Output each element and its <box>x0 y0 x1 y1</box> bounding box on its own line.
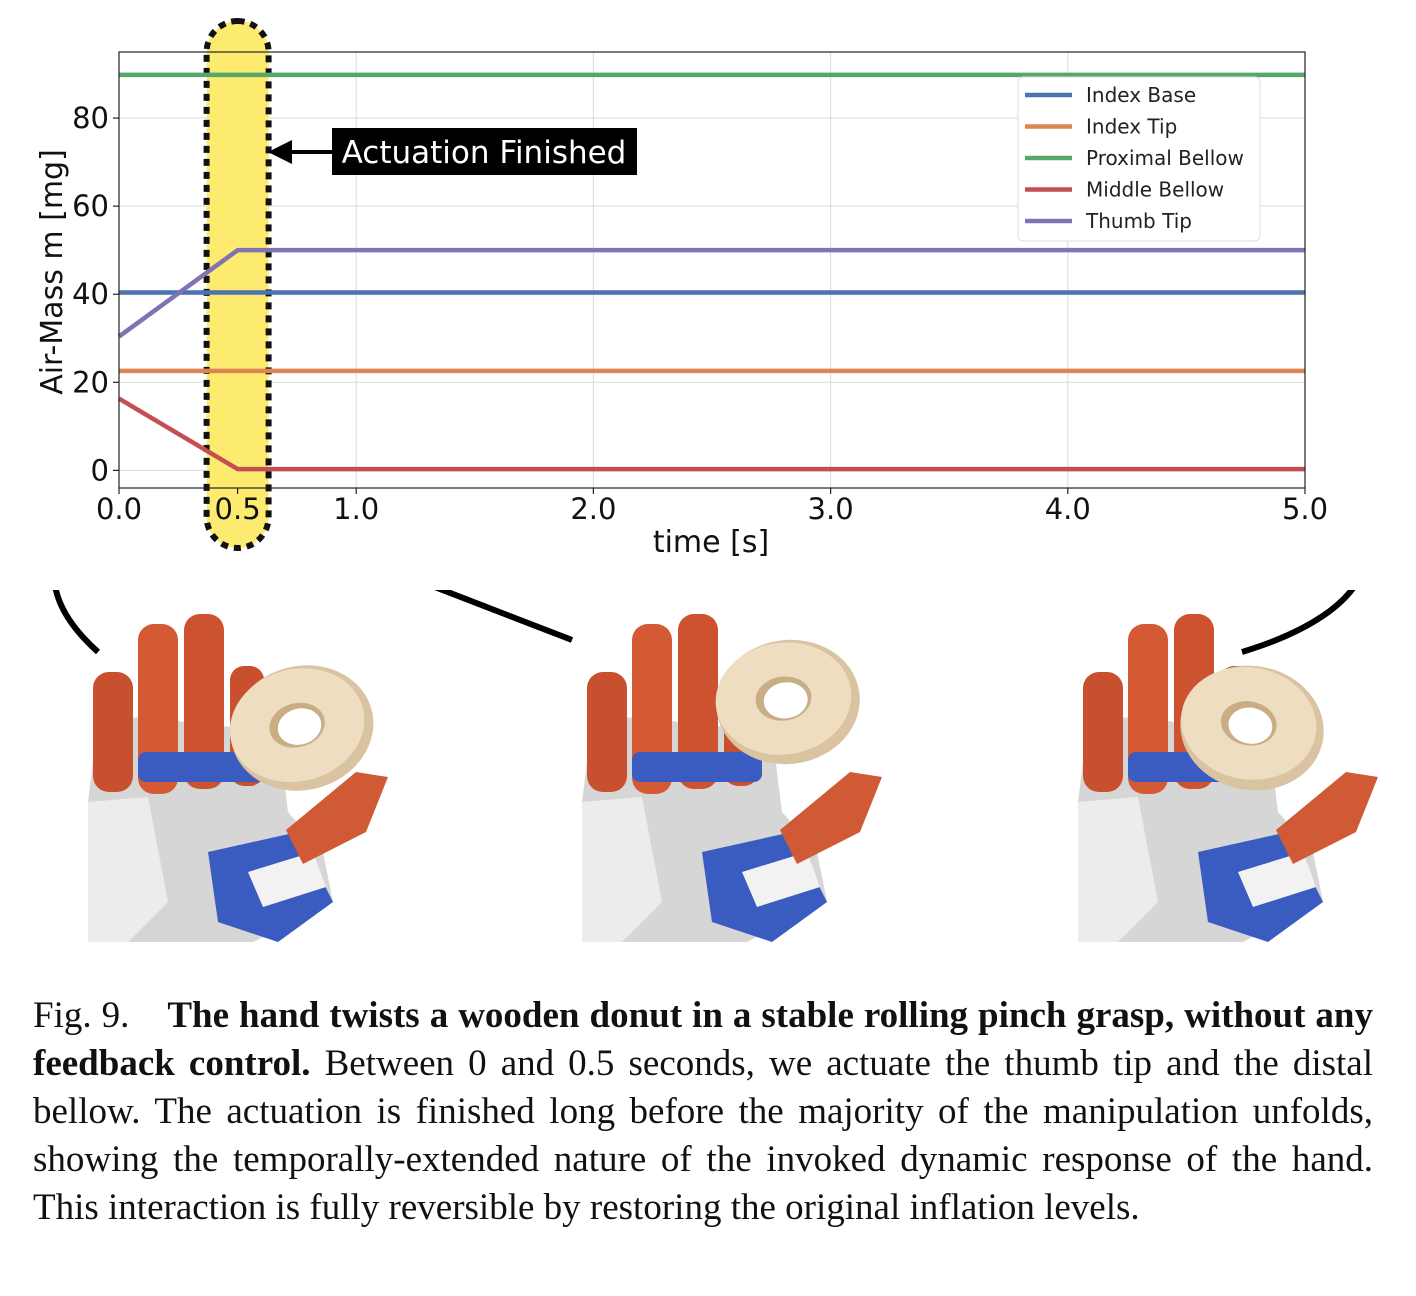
annotation-label-box <box>332 128 637 175</box>
photo-strip <box>52 590 1378 942</box>
figure-label: Fig. 9. <box>33 995 130 1036</box>
y-tick-label: 0 <box>91 453 109 487</box>
plot-frame <box>118 51 1306 489</box>
x-axis-label: time [s] <box>653 525 769 560</box>
caption-bold-sentence: The hand twists a wooden donut in a stab… <box>33 995 1373 1084</box>
hand-photo-start <box>88 614 388 942</box>
x-tick-label: 4.0 <box>1045 492 1091 526</box>
legend-label: Index Tip <box>1086 115 1177 139</box>
x-tick-label: 5.0 <box>1282 492 1328 526</box>
annotation-arrowhead <box>268 140 292 164</box>
x-tick-label: 1.0 <box>333 492 379 526</box>
arrow-to-start <box>52 590 101 655</box>
y-tick-label: 60 <box>72 189 109 223</box>
actuation-highlight <box>203 18 272 551</box>
legend-label: Index Base <box>1086 83 1196 107</box>
actuation-annotation: Actuation Finished <box>268 128 637 175</box>
x-tick-label: 0.5 <box>215 492 261 526</box>
legend-label: Proximal Bellow <box>1086 146 1244 170</box>
tick-labels: 0.0 0.5 1.0 2.0 3.0 4.0 5.0 0 20 40 60 80 <box>72 101 1328 526</box>
y-tick-label: 20 <box>72 365 109 399</box>
y-tick-label: 40 <box>72 277 109 311</box>
legend-label: Thumb Tip <box>1085 209 1192 233</box>
figure-caption: Fig. 9.The hand twists a wooden donut in… <box>33 992 1373 1232</box>
x-tick-label: 3.0 <box>808 492 854 526</box>
arrow-to-middle <box>434 590 574 643</box>
series-line-thumb_tip <box>117 247 1305 339</box>
hand-photo-end <box>1078 614 1378 942</box>
annotation-label: Actuation Finished <box>342 135 627 171</box>
series-lines <box>117 72 1305 472</box>
y-axis-label: Air-Mass m [mg] <box>35 149 70 395</box>
caption-body: Between 0 and 0.5 seconds, we actuate th… <box>33 1043 1373 1228</box>
series-line-middle_bellow <box>117 396 1305 472</box>
arrow-to-end <box>1241 590 1356 655</box>
x-tick-label: 2.0 <box>570 492 616 526</box>
legend-label: Middle Bellow <box>1086 178 1224 202</box>
y-tick-label: 80 <box>72 101 109 135</box>
hand-photo-middle <box>582 614 882 942</box>
legend-box <box>1017 76 1261 242</box>
x-tick-label: 0.0 <box>96 492 142 526</box>
